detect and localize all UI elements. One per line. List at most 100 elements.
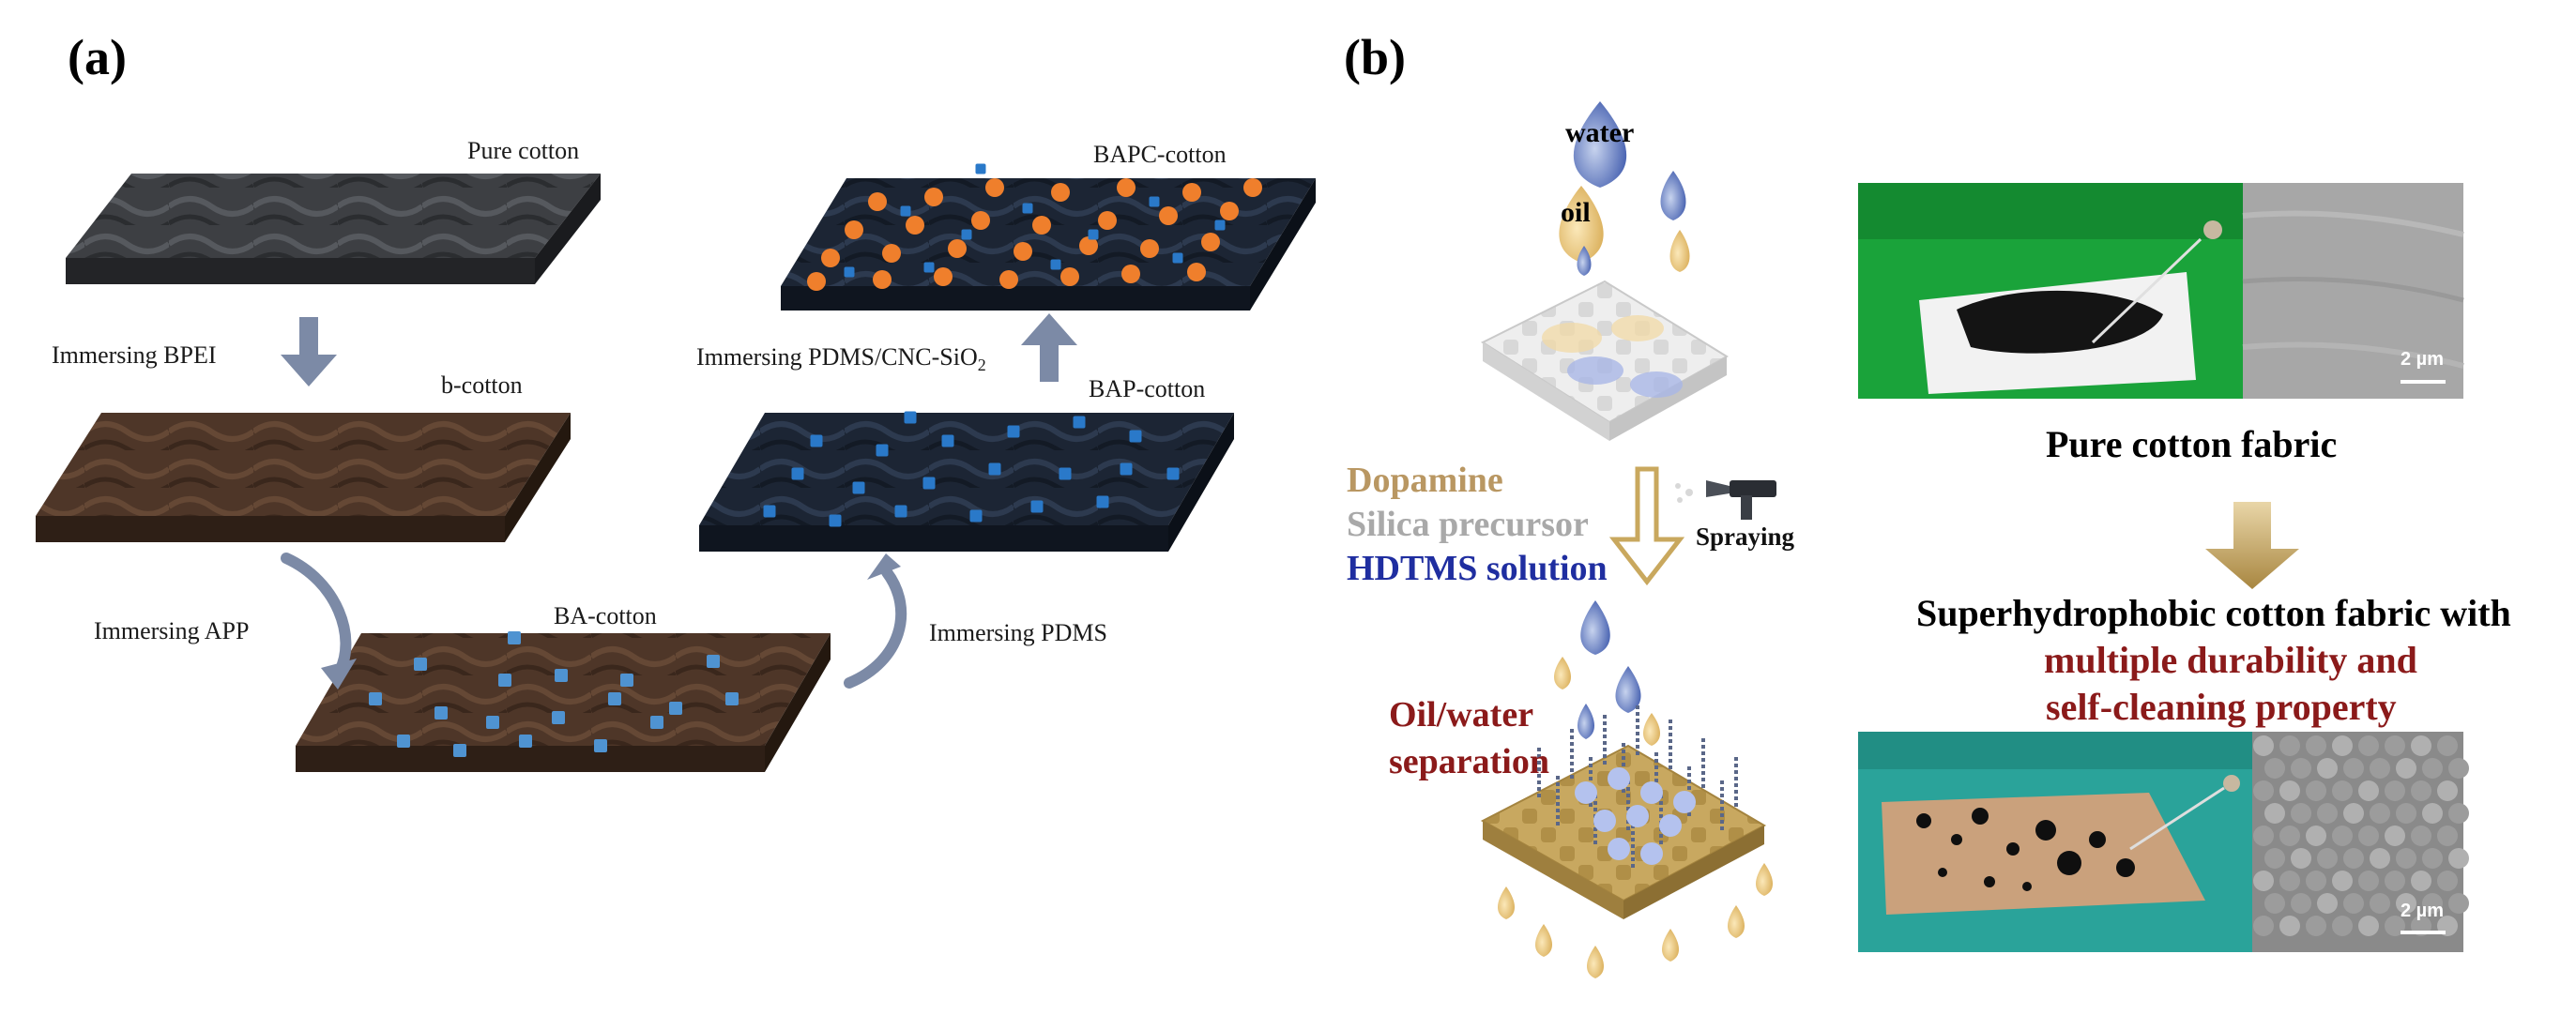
particle — [1182, 183, 1201, 202]
particle — [1159, 206, 1178, 225]
particle — [876, 444, 889, 457]
particle — [1117, 178, 1136, 197]
sem-grain — [2291, 758, 2311, 779]
sem-grain — [2317, 893, 2338, 914]
oil-droplet-small — [1669, 230, 1690, 272]
scale-bar-top-label: 2 µm — [2401, 349, 2444, 370]
sem-grain — [2448, 848, 2469, 869]
particle — [906, 216, 924, 235]
particle — [508, 631, 521, 644]
particle — [1220, 202, 1239, 220]
sem-grain — [2370, 893, 2390, 914]
sem-grain — [2396, 893, 2416, 914]
particle — [807, 272, 826, 291]
particle — [1121, 265, 1140, 283]
sem-grain — [2332, 826, 2353, 846]
arrow-up-pdms-cnc — [1021, 313, 1077, 382]
sem-grain — [2385, 916, 2405, 936]
particle — [829, 514, 842, 527]
particle — [519, 735, 532, 748]
particle — [1030, 500, 1044, 513]
particle — [924, 188, 943, 206]
dopamine-label: Dopamine — [1347, 461, 1503, 500]
particle — [922, 477, 936, 490]
pure-fabric-caption: Pure cotton fabric — [2046, 423, 2338, 465]
particle — [1149, 196, 1160, 207]
pdms-cnc-subscript: 2 — [977, 356, 986, 375]
particle — [1007, 425, 1020, 438]
sem-grain — [2279, 780, 2300, 801]
separation-line1: Oil/water — [1389, 695, 1534, 735]
particle — [608, 692, 621, 705]
particle — [1079, 236, 1098, 255]
ba-cotton-label: BA-cotton — [554, 602, 657, 629]
particle — [894, 505, 907, 518]
sem-grain — [2306, 871, 2326, 891]
particle — [1608, 767, 1630, 790]
sem-treated-cotton — [2252, 732, 2469, 952]
particle — [369, 692, 382, 705]
particle — [941, 434, 954, 447]
sem-grain — [2253, 916, 2274, 936]
sem-grain — [2264, 893, 2285, 914]
sem-grain — [2343, 848, 2364, 869]
particle — [868, 192, 887, 211]
particle — [1096, 495, 1109, 508]
particle — [969, 509, 983, 523]
particle — [999, 270, 1018, 289]
sem-grain — [2279, 916, 2300, 936]
separation-line2: separation — [1389, 742, 1549, 781]
photo-pure-cotton — [1858, 183, 2243, 399]
particle — [1032, 216, 1051, 235]
spraying-label: Spraying — [1696, 523, 1795, 551]
treated-fabric — [1480, 744, 1767, 919]
particle — [1187, 263, 1206, 281]
result-caption-line2: multiple durability and — [2044, 639, 2417, 681]
sem-grain — [2358, 916, 2379, 936]
sem-grain — [2422, 803, 2443, 824]
sem-grain — [2264, 803, 2285, 824]
particle — [486, 716, 499, 729]
particle — [791, 467, 804, 480]
sem-grain — [2279, 826, 2300, 846]
sem-grain — [2264, 848, 2285, 869]
arrow-curved-app — [281, 553, 357, 689]
sem-grain — [2385, 780, 2405, 801]
sem-grain — [2422, 893, 2443, 914]
bpei-step-label: Immersing BPEI — [52, 341, 217, 369]
particle — [1014, 242, 1032, 261]
sem-grain — [2317, 848, 2338, 869]
pure-cotton-label: Pure cotton — [467, 137, 580, 164]
particle — [821, 249, 840, 267]
sem-grain — [2385, 871, 2405, 891]
bap-cotton-particles — [763, 411, 1180, 527]
particle — [1243, 178, 1262, 197]
sem-grain — [2437, 826, 2458, 846]
sem-grain — [2358, 826, 2379, 846]
particle — [453, 744, 466, 757]
particle — [1051, 183, 1070, 202]
sem-grain — [2332, 735, 2353, 756]
water-droplet-large — [1573, 101, 1627, 188]
particle — [904, 411, 917, 424]
sem-grain — [2385, 826, 2405, 846]
sem-grain — [2396, 758, 2416, 779]
particle — [620, 674, 633, 687]
sem-grain — [2448, 758, 2469, 779]
particle — [1201, 233, 1220, 251]
particle — [971, 211, 990, 230]
sem-grain — [2448, 893, 2469, 914]
water-droplet-tiny — [1577, 246, 1592, 276]
app-step-label: Immersing APP — [94, 617, 250, 644]
particle — [934, 267, 953, 286]
particle — [900, 205, 911, 217]
panel-b-label: (b) — [1344, 29, 1406, 85]
particle — [961, 229, 972, 240]
silica-label: Silica precursor — [1347, 505, 1589, 544]
arrow-down-bpei — [281, 317, 337, 386]
sem-grain — [2253, 871, 2274, 891]
sem-grain — [2358, 735, 2379, 756]
particle — [975, 163, 986, 174]
oil-label: oil — [1561, 197, 1591, 228]
ba-cotton-slab — [296, 633, 831, 772]
